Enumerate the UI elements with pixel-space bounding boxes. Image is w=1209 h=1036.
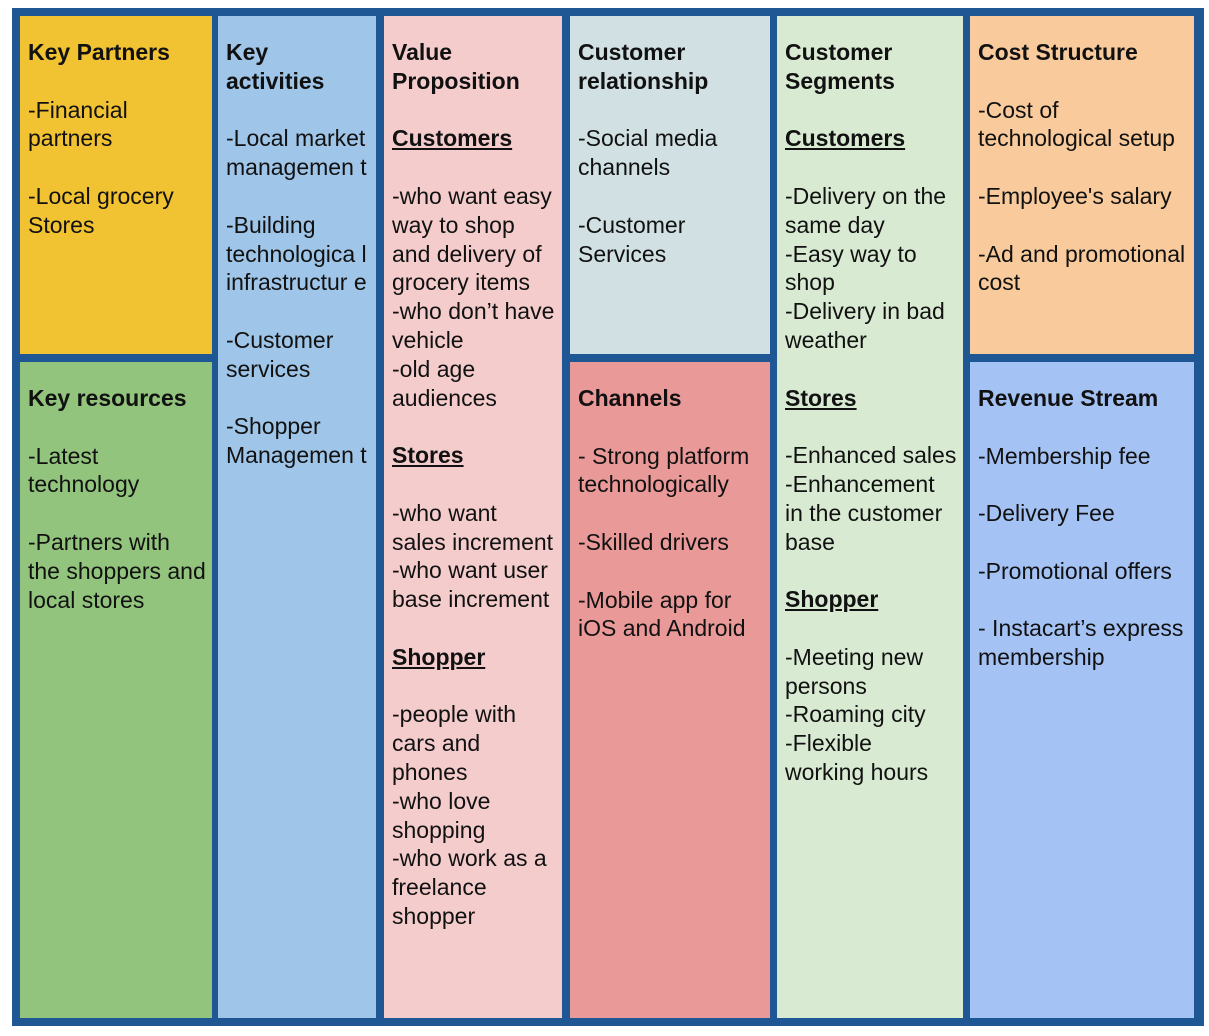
key-partners-item: -Financial partners: [28, 96, 128, 152]
value-proposition-line: -people with cars and phones: [392, 701, 517, 785]
key-activities-item: -Customer services: [226, 326, 334, 382]
key-partners-title: Key Partners: [28, 39, 170, 65]
customer-relationship-block: Customer relationship -Social media chan…: [570, 16, 770, 354]
customer-relationship-item: -Customer Services: [578, 211, 686, 267]
key-activities-title: Key activities: [226, 39, 325, 94]
channels-item: -Mobile app for iOS and Android: [578, 586, 746, 642]
channels-item: - Strong platform technologically: [578, 442, 750, 498]
key-activities-item: -Local market managemen t: [226, 125, 367, 181]
value-proposition-section-heading: Shopper: [392, 643, 486, 670]
customer-segments-line: -Enhancement in the customer base: [785, 470, 943, 555]
customer-segments-line: -Enhanced sales: [785, 442, 957, 469]
customer-segments-line: -Roaming city: [785, 701, 926, 728]
cost-structure-block: Cost Structure -Cost of technological se…: [970, 16, 1194, 354]
value-proposition-line: -old age audiences: [392, 355, 497, 411]
customer-relationship-title: Customer relationship: [578, 39, 709, 94]
key-partners-block: Key Partners -Financial partners -Local …: [20, 16, 212, 354]
key-resources-item: -Partners with the shoppers and local st…: [28, 528, 206, 613]
customer-segments-line: -Delivery on the same day: [785, 182, 947, 238]
value-proposition-section-heading: Stores: [392, 442, 464, 469]
key-resources-title: Key resources: [28, 385, 187, 411]
cost-structure-item: -Cost of technological setup: [978, 96, 1175, 152]
channels-title: Channels: [578, 385, 682, 411]
revenue-stream-item: -Promotional offers: [978, 557, 1172, 584]
customer-segments-title: Customer Segments: [785, 39, 895, 94]
customer-relationship-item: -Social media channels: [578, 125, 718, 181]
customer-segments-line: -Flexible working hours: [785, 730, 929, 785]
key-partners-item: -Local grocery Stores: [28, 182, 174, 238]
value-proposition-line: -who want sales increment: [392, 499, 554, 555]
customer-segments-line: -Meeting new persons: [785, 643, 924, 699]
key-activities-item: -Shopper Managemen t: [226, 413, 367, 469]
channels-item: -Skilled drivers: [578, 528, 729, 555]
value-proposition-line: -who love shopping: [392, 787, 491, 843]
revenue-stream-block: Revenue Stream -Membership fee -Delivery…: [970, 362, 1194, 1018]
customer-segments-section-heading: Customers: [785, 125, 906, 152]
customer-segments-line: -Delivery in bad weather: [785, 298, 945, 353]
value-proposition-line: -who want easy way to shop and delivery …: [392, 182, 552, 296]
key-resources-block: Key resources -Latest technology -Partne…: [20, 362, 212, 1018]
cost-structure-item: -Employee's salary: [978, 182, 1172, 209]
value-proposition-line: -who want user base increment: [392, 557, 550, 613]
revenue-stream-item: - Instacart’s express membership: [978, 615, 1184, 671]
revenue-stream-item: -Delivery Fee: [978, 500, 1115, 527]
customer-segments-block: Customer Segments Customers -Delivery on…: [777, 16, 963, 1018]
key-resources-item: -Latest technology: [28, 442, 140, 498]
key-activities-item: -Building technologica l infrastructur e: [226, 211, 367, 296]
value-proposition-block: Value Proposition Customers -who want ea…: [384, 16, 562, 1018]
cost-structure-title: Cost Structure: [978, 39, 1138, 65]
value-proposition-title: Value Proposition: [392, 39, 520, 94]
customer-segments-line: -Easy way to shop: [785, 240, 917, 296]
value-proposition-line: -who don’t have vehicle: [392, 298, 555, 353]
business-model-canvas: Key Partners -Financial partners -Local …: [12, 8, 1204, 1026]
customer-segments-section-heading: Shopper: [785, 586, 879, 613]
value-proposition-line: -who work as a freelance shopper: [392, 845, 547, 929]
channels-block: Channels - Strong platform technological…: [570, 362, 770, 1018]
key-activities-block: Key activities -Local market managemen t…: [218, 16, 376, 1018]
cost-structure-item: -Ad and promotional cost: [978, 240, 1186, 296]
revenue-stream-title: Revenue Stream: [978, 385, 1159, 411]
customer-segments-section-heading: Stores: [785, 384, 857, 411]
revenue-stream-item: -Membership fee: [978, 442, 1151, 469]
value-proposition-section-heading: Customers: [392, 125, 513, 152]
